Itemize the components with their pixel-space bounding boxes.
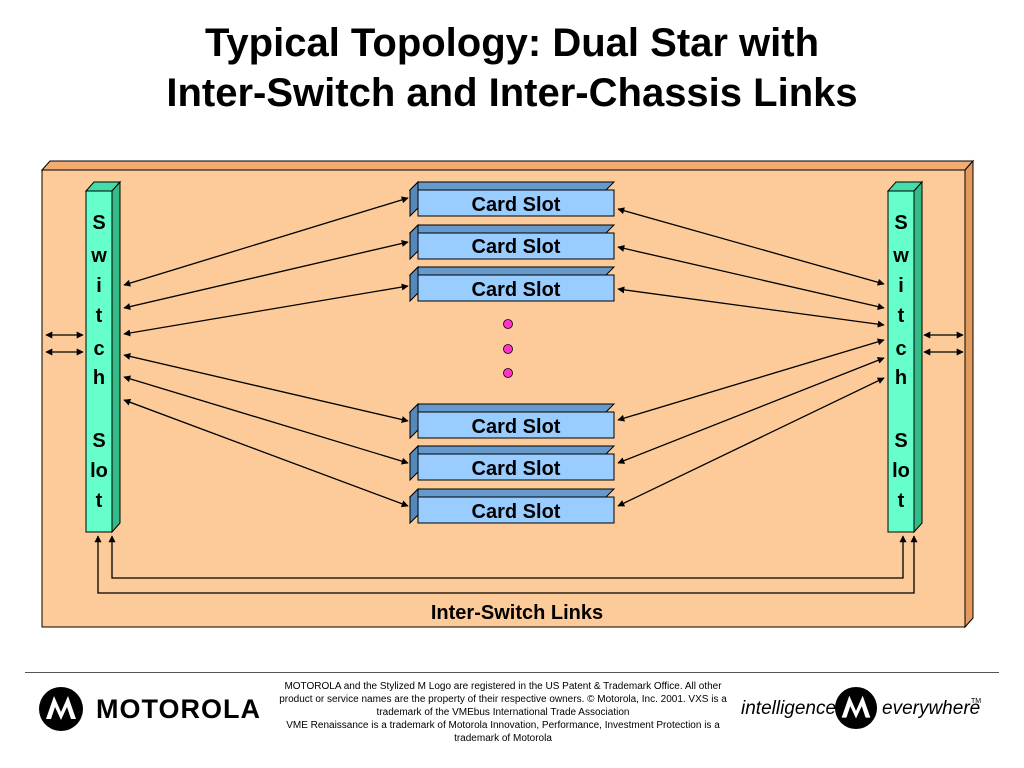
legal-line: trademark of Motorola [454,733,552,744]
link-arrow-right-card3 [617,286,885,328]
ellipsis-dot [503,344,513,354]
title-line-1: Typical Topology: Dual Star with [204,21,820,65]
switch-right-char: S [894,212,907,234]
inter-switch-links-label: Inter-Switch Links [431,602,603,624]
ellipsis-dot [503,368,513,378]
card-slot-label: Card Slot [472,501,561,523]
card-slot-label: Card Slot [472,236,561,258]
switch-right-char: c [895,338,906,360]
switch-left-char: c [93,338,104,360]
switch-right-char: t [898,305,905,327]
motorola-m-logo-icon [39,687,83,731]
link-arrow-left-card6 [123,398,409,508]
title-line-2: Inter-Switch and Inter-Chassis Links [166,71,858,115]
slide-title: Typical Topology: Dual Star with Inter-S… [0,18,1024,118]
footer-divider [25,672,999,673]
card-slot-label: Card Slot [472,416,561,438]
legal-line: trademark of the VMEbus International Tr… [376,707,630,718]
switch-left-char: t [96,490,103,512]
motorola-wordmark: MOTOROLA [96,694,261,724]
ellipsis-dot [503,319,513,329]
topology-diagram: S w i t c h S lo t S w i t c h S lo t Ca… [40,159,975,629]
card-slot-label: Card Slot [472,279,561,301]
inter-switch-link-inner [108,535,907,579]
inter-switch-link-outer [94,535,918,594]
switch-left-char: S [92,430,105,452]
card-slot: Card Slot [408,402,616,440]
trademark-symbol: TM [971,698,982,705]
switch-right-char: S [894,430,907,452]
card-slot: Card Slot [408,487,616,525]
switch-slot-left: S w i t c h S lo t [84,180,122,534]
switch-slot-right: S w i t c h S lo t [886,180,924,534]
switch-right-char: i [898,275,904,297]
switch-left-char: S [92,212,105,234]
card-slot: Card Slot [408,265,616,303]
link-arrow-right-card6 [617,377,885,507]
legal-notice: MOTOROLA and the Stylized M Logo are reg… [274,680,732,745]
switch-right-char: t [898,490,905,512]
link-arrow-left-card3 [123,283,409,337]
motorola-m-logo-icon [834,686,878,730]
tagline-intelligence: intelligence [741,698,837,719]
card-slot: Card Slot [408,444,616,482]
switch-right-char: w [892,245,909,267]
card-slot: Card Slot [408,180,616,218]
switch-left-char: lo [90,460,108,482]
card-slot-label: Card Slot [472,458,561,480]
switch-right-char: lo [892,460,910,482]
tagline-everywhere: everywhere [882,698,981,719]
switch-left-char: t [96,305,103,327]
card-slot-label: Card Slot [472,194,561,216]
switch-left-char: h [93,367,105,389]
switch-left-char: i [96,275,102,297]
legal-line: VME Renaissance is a trademark of Motoro… [286,720,720,731]
switch-left-char: w [90,245,107,267]
switch-right-char: h [895,367,907,389]
legal-line: MOTOROLA and the Stylized M Logo are reg… [284,681,722,692]
card-slot: Card Slot [408,223,616,261]
legal-line: product or service names are the propert… [279,694,727,705]
